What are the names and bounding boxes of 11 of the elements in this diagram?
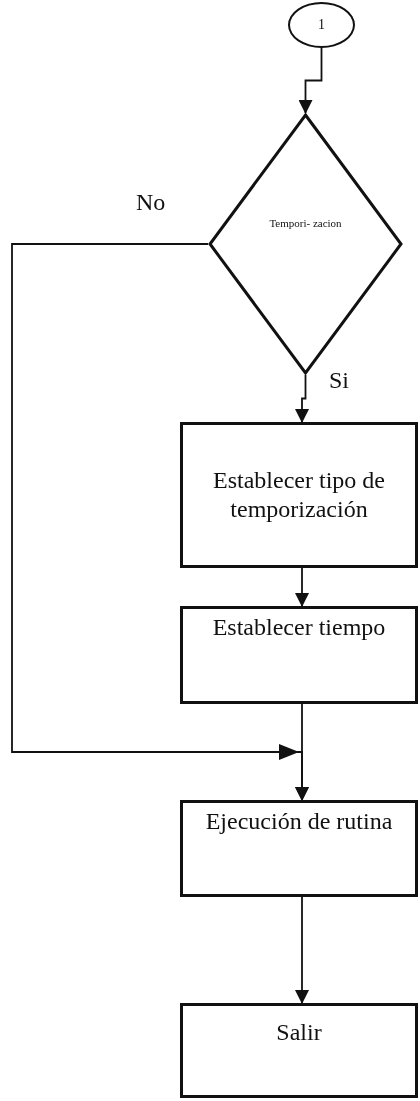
- decision-diamond: [208, 113, 403, 375]
- process-box: [180, 422, 418, 568]
- process-box: [180, 606, 418, 704]
- process-box: [180, 1003, 418, 1098]
- node-label: Ejecución de rutina: [204, 807, 394, 836]
- node-label: Salir: [275, 1018, 323, 1047]
- node-label: Tempori- zacion: [268, 217, 343, 232]
- node-label: Establecer tiempo: [211, 613, 387, 642]
- process-box: [180, 800, 418, 897]
- node-label: 1: [318, 16, 325, 34]
- node-label: Establecer tipo de temporización: [212, 466, 386, 524]
